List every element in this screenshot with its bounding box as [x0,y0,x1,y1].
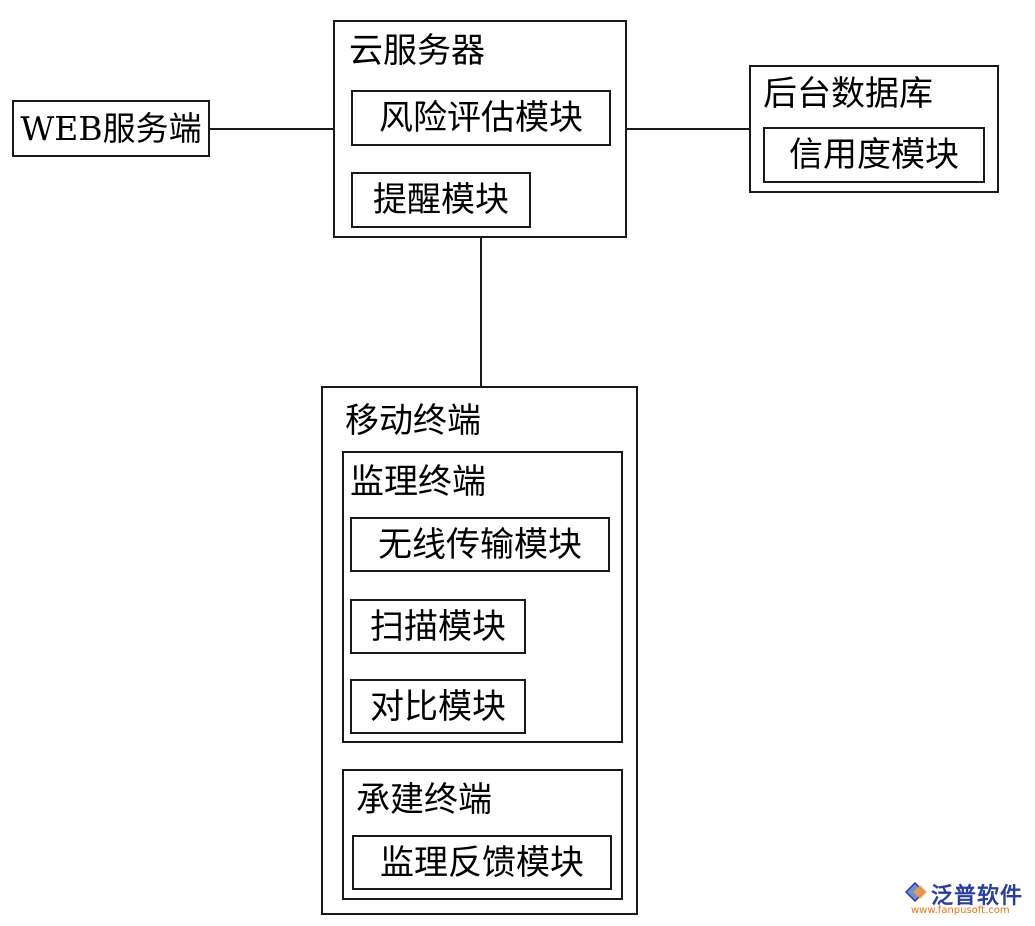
risk-assessment-module-label: 风险评估模块 [379,98,583,138]
risk-assessment-module: 风险评估模块 [351,90,611,146]
reminder-module: 提醒模块 [351,172,531,228]
fanpu-logo-name: 泛普软件 [931,884,1024,909]
connector-cloud-to-mobile [480,237,482,387]
web-server-label: WEB服务端 [20,109,202,148]
supervision-feedback-module: 监理反馈模块 [352,835,612,890]
supervision-terminal-title: 监理终端 [350,462,486,502]
backend-database-box: 后台数据库 信用度模块 [749,65,999,193]
wireless-transmission-module-label: 无线传输模块 [378,524,582,565]
fanpu-watermark: 泛普软件 www.fanpusoft.com [903,876,1025,920]
mobile-terminal-title: 移动终端 [345,401,481,441]
cloud-server-box: 云服务器 风险评估模块 提醒模块 [333,20,627,238]
credit-module-label: 信用度模块 [789,135,959,175]
backend-database-title: 后台数据库 [763,74,933,114]
scanning-module: 扫描模块 [350,599,526,654]
connector-web-to-cloud [210,128,335,130]
mobile-terminal-box: 移动终端 监理终端 无线传输模块 扫描模块 对比模块 承建终端 监理反馈模块 [321,386,638,915]
construction-terminal-title: 承建终端 [356,780,492,820]
wireless-transmission-module: 无线传输模块 [350,517,610,572]
construction-terminal-box: 承建终端 监理反馈模块 [342,769,623,900]
comparison-module: 对比模块 [350,679,526,734]
comparison-module-label: 对比模块 [370,686,506,727]
supervision-terminal-box: 监理终端 无线传输模块 扫描模块 对比模块 [342,451,623,743]
reminder-module-label: 提醒模块 [373,180,509,220]
cloud-server-title: 云服务器 [349,31,485,71]
fanpu-logo-url: www.fanpusoft.com [911,905,1010,916]
web-server-box: WEB服务端 [12,100,210,157]
credit-module: 信用度模块 [763,127,985,183]
connector-cloud-to-database [626,128,750,130]
fanpu-logo-icon [904,881,927,903]
supervision-feedback-module-label: 监理反馈模块 [380,842,584,883]
scanning-module-label: 扫描模块 [370,606,506,647]
